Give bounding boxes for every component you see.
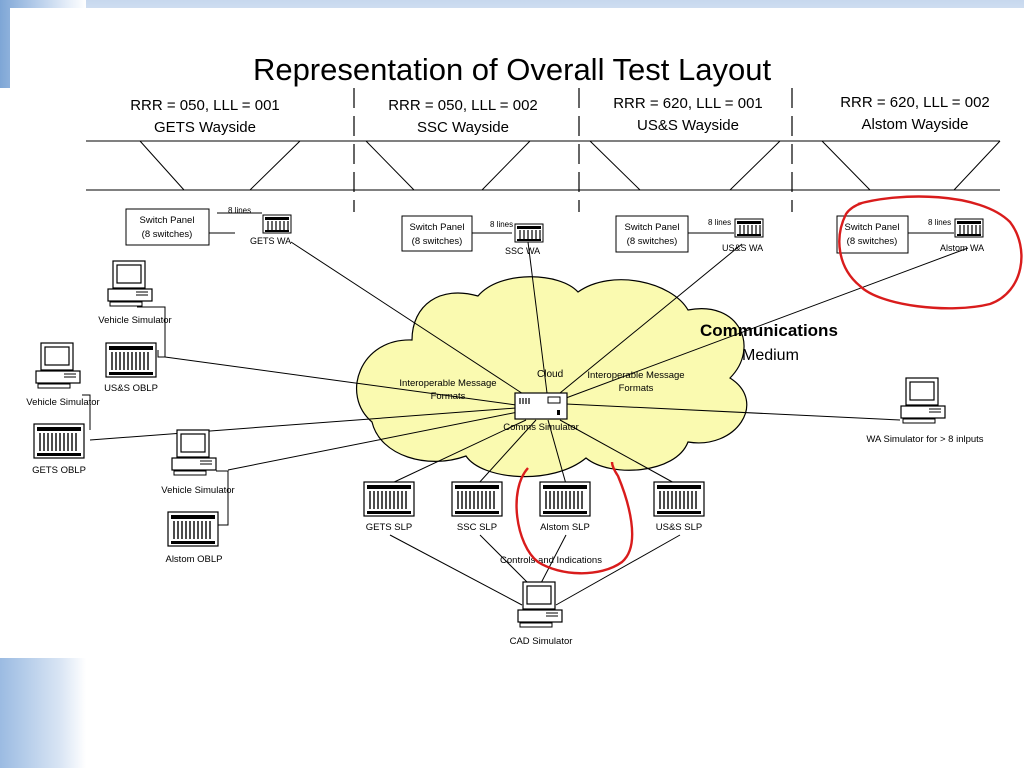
wa-label-gets: GETS WA bbox=[250, 236, 291, 246]
ssc-slp-rack bbox=[451, 481, 503, 517]
uss-oblp-label: US&S OBLP bbox=[104, 383, 158, 394]
comms-simulator-label: Comms Simulator bbox=[503, 422, 579, 433]
vehicle-simulator-label-1: Vehicle Simulator bbox=[98, 315, 171, 326]
lines-label: 8 lines bbox=[490, 220, 513, 229]
svg-text:RRR = 620, LLL = 002: RRR = 620, LLL = 002 bbox=[840, 94, 990, 111]
svg-text:RRR = 050, LLL = 002: RRR = 050, LLL = 002 bbox=[388, 97, 538, 114]
switch-panel-alstom: Switch Panel (8 switches) bbox=[836, 215, 909, 254]
gets-oblp-label: GETS OBLP bbox=[32, 465, 86, 476]
alstom-wa-rack bbox=[954, 218, 984, 238]
connection-lines bbox=[82, 212, 969, 606]
highlight-circle-alstom-wayside bbox=[838, 195, 1023, 310]
svg-text:Switch Panel: Switch Panel bbox=[410, 222, 465, 233]
gets-slp-rack bbox=[363, 481, 415, 517]
highlight-circle-alstom-slp bbox=[515, 461, 634, 575]
lines-label: 8 lines bbox=[928, 218, 951, 227]
vehicle-simulator-pc-2 bbox=[35, 342, 81, 389]
message-formats-right-line2: Formats bbox=[619, 383, 654, 394]
medium-label-line1: Communications bbox=[700, 321, 838, 340]
gets-oblp-rack bbox=[33, 423, 85, 459]
lines-label: 8 lines bbox=[228, 206, 251, 215]
alstom-oblp-label: Alstom OBLP bbox=[165, 554, 222, 565]
lines-label: 8 lines bbox=[708, 218, 731, 227]
svg-text:Switch Panel: Switch Panel bbox=[845, 222, 900, 233]
wa-simulator-label: WA Simulator for > 8 inlputs bbox=[866, 434, 983, 445]
svg-text:GETS Wayside: GETS Wayside bbox=[154, 119, 256, 136]
wayside-alstom: RRR = 620, LLL = 002 Alstom Wayside bbox=[840, 94, 990, 133]
comms-simulator-device bbox=[514, 392, 568, 420]
alstom-slp-label: Alstom SLP bbox=[540, 522, 590, 533]
ssc-wa-rack bbox=[514, 223, 544, 243]
wayside-gets: RRR = 050, LLL = 001 GETS Wayside bbox=[130, 97, 280, 136]
svg-text:(8 switches): (8 switches) bbox=[847, 236, 898, 247]
ssc-slp-label: SSC SLP bbox=[457, 522, 497, 533]
cad-simulator-label: CAD Simulator bbox=[510, 636, 573, 647]
slide-frame-bottom bbox=[0, 650, 86, 768]
gets-slp-label: GETS SLP bbox=[366, 522, 412, 533]
cad-simulator-pc bbox=[517, 581, 563, 628]
svg-text:Alstom Wayside: Alstom Wayside bbox=[862, 116, 969, 133]
message-formats-left-line2: Formats bbox=[431, 391, 466, 402]
wa-label-ssc: SSC WA bbox=[505, 246, 540, 256]
svg-text:US&S Wayside: US&S Wayside bbox=[637, 117, 739, 134]
wayside-band bbox=[86, 88, 1001, 212]
vehicle-simulator-label-2: Vehicle Simulator bbox=[26, 397, 99, 408]
uss-slp-label: US&S SLP bbox=[656, 522, 702, 533]
wa-label-alstom: Alstom WA bbox=[940, 243, 984, 253]
slide-title: Representation of Overall Test Layout bbox=[252, 52, 772, 87]
vehicle-simulator-label-3: Vehicle Simulator bbox=[161, 485, 234, 496]
svg-text:(8 switches): (8 switches) bbox=[142, 229, 193, 240]
gets-wa-rack bbox=[262, 214, 292, 234]
wa-simulator-pc bbox=[900, 377, 946, 424]
uss-oblp-rack bbox=[105, 342, 157, 378]
wayside-ssc: RRR = 050, LLL = 002 SSC Wayside bbox=[388, 97, 538, 136]
svg-text:Switch Panel: Switch Panel bbox=[625, 222, 680, 233]
svg-text:(8 switches): (8 switches) bbox=[412, 236, 463, 247]
controls-indications-label: Controls and Indications bbox=[500, 555, 602, 566]
message-formats-left-line1: Interoperable Message bbox=[399, 378, 496, 389]
svg-text:Switch Panel: Switch Panel bbox=[140, 215, 195, 226]
vehicle-simulator-pc-3 bbox=[171, 429, 217, 476]
svg-text:RRR = 620, LLL = 001: RRR = 620, LLL = 001 bbox=[613, 95, 763, 112]
vehicle-simulator-pc-1 bbox=[107, 260, 153, 307]
switch-panel-ssc: Switch Panel (8 switches) bbox=[401, 215, 473, 252]
cloud-label: Cloud bbox=[537, 369, 563, 380]
uss-wa-rack bbox=[734, 218, 764, 238]
svg-text:(8 switches): (8 switches) bbox=[627, 236, 678, 247]
medium-label-line2: Medium bbox=[742, 347, 799, 364]
svg-text:RRR = 050, LLL = 001: RRR = 050, LLL = 001 bbox=[130, 97, 280, 114]
alstom-oblp-rack bbox=[167, 511, 219, 547]
message-formats-right-line1: Interoperable Message bbox=[587, 370, 684, 381]
wayside-uss: RRR = 620, LLL = 001 US&S Wayside bbox=[613, 95, 763, 134]
alstom-slp-rack bbox=[539, 481, 591, 517]
wa-label-uss: US&S WA bbox=[722, 243, 763, 253]
switch-panel-uss: Switch Panel (8 switches) bbox=[615, 215, 689, 253]
uss-slp-rack bbox=[653, 481, 705, 517]
svg-text:SSC Wayside: SSC Wayside bbox=[417, 119, 509, 136]
switch-panel-gets: Switch Panel (8 switches) bbox=[125, 208, 210, 246]
